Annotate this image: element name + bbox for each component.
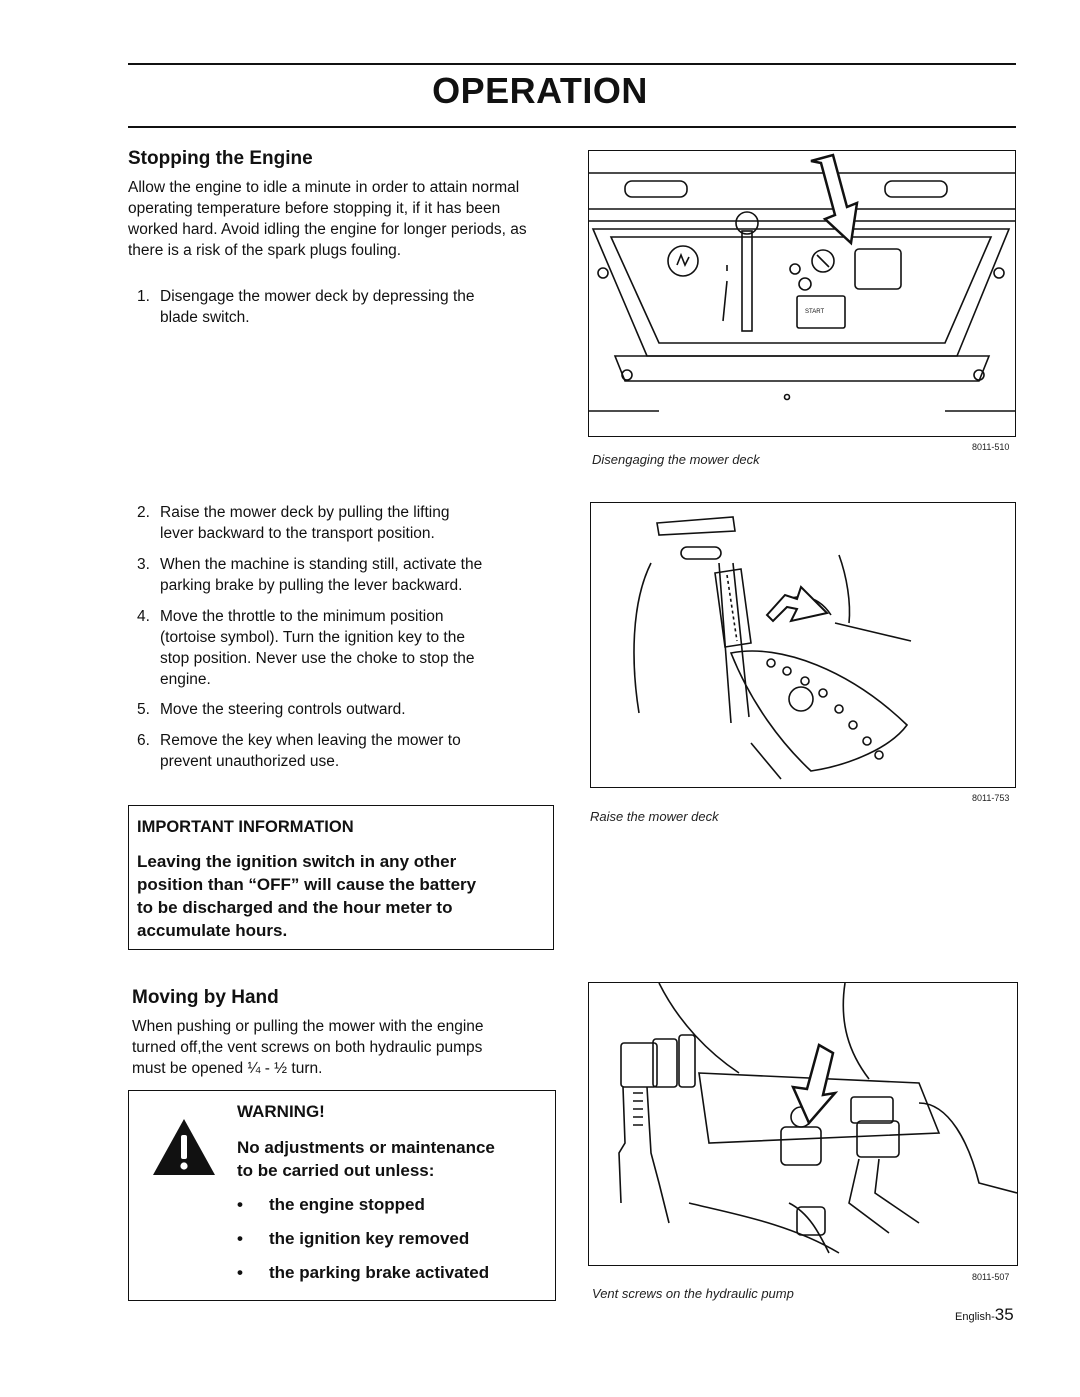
exclamation-triangle-icon bbox=[153, 1119, 215, 1175]
arrow-down-icon bbox=[790, 1043, 839, 1126]
figure-lift-lever bbox=[590, 502, 1016, 788]
step-number: 3. bbox=[137, 556, 150, 573]
control-panel-illustration: START bbox=[589, 153, 1015, 412]
moving-heading: Moving by Hand bbox=[132, 987, 279, 1008]
arrow-down-icon bbox=[810, 153, 859, 246]
step-text: Disengage the mower deck by depressing t… bbox=[160, 288, 475, 326]
step-text: When the machine is standing still, acti… bbox=[160, 556, 483, 594]
step-text: Move the throttle to the minimum positio… bbox=[160, 608, 475, 688]
bullet: • bbox=[237, 1263, 243, 1282]
figure-id: 8011-510 bbox=[972, 442, 1010, 452]
warning-title: WARNING! bbox=[237, 1102, 325, 1121]
stopping-heading: Stopping the Engine bbox=[128, 148, 313, 169]
figure-hydraulic-pump bbox=[588, 982, 1018, 1266]
figure-id: 8011-753 bbox=[972, 793, 1010, 803]
header-bottom-rule bbox=[128, 126, 1016, 128]
figure-caption: Vent screws on the hydraulic pump bbox=[592, 1286, 794, 1301]
figure-caption: Disengaging the mower deck bbox=[592, 452, 760, 467]
hydraulic-pump-illustration bbox=[618, 983, 1017, 1254]
important-text: Leaving the ignition switch in any other… bbox=[137, 852, 477, 940]
step-number: 2. bbox=[137, 504, 150, 521]
lift-lever-illustration bbox=[633, 516, 912, 780]
step-text: Move the steering controls outward. bbox=[160, 701, 406, 718]
step-number: 5. bbox=[137, 701, 150, 718]
step-number: 4. bbox=[137, 608, 150, 625]
important-information-box: IMPORTANT INFORMATION Leaving the igniti… bbox=[128, 805, 554, 950]
important-title: IMPORTANT INFORMATION bbox=[137, 818, 354, 836]
curved-arrow-icon bbox=[765, 585, 829, 623]
figure-id: 8011-507 bbox=[972, 1272, 1010, 1282]
step-number: 1. bbox=[137, 288, 150, 305]
page-title: OPERATION bbox=[432, 70, 648, 111]
start-label: START bbox=[805, 309, 824, 315]
step-text: Raise the mower deck by pulling the lift… bbox=[160, 504, 450, 542]
step-number: 6. bbox=[137, 732, 150, 749]
footer-page: 35 bbox=[994, 1305, 1014, 1324]
bullet: • bbox=[237, 1229, 243, 1248]
page-number: English-35 bbox=[955, 1305, 1014, 1325]
figure-caption: Raise the mower deck bbox=[590, 809, 719, 824]
step-text: Remove the key when leaving the mower to… bbox=[160, 732, 461, 770]
figure-control-panel: START bbox=[588, 150, 1016, 437]
header-top-rule bbox=[128, 63, 1016, 65]
moving-text: When pushing or pulling the mower with t… bbox=[132, 1018, 484, 1077]
footer-language: English- bbox=[955, 1311, 995, 1323]
stopping-intro: Allow the engine to idle a minute in ord… bbox=[128, 179, 527, 259]
bullet: • bbox=[237, 1195, 243, 1214]
